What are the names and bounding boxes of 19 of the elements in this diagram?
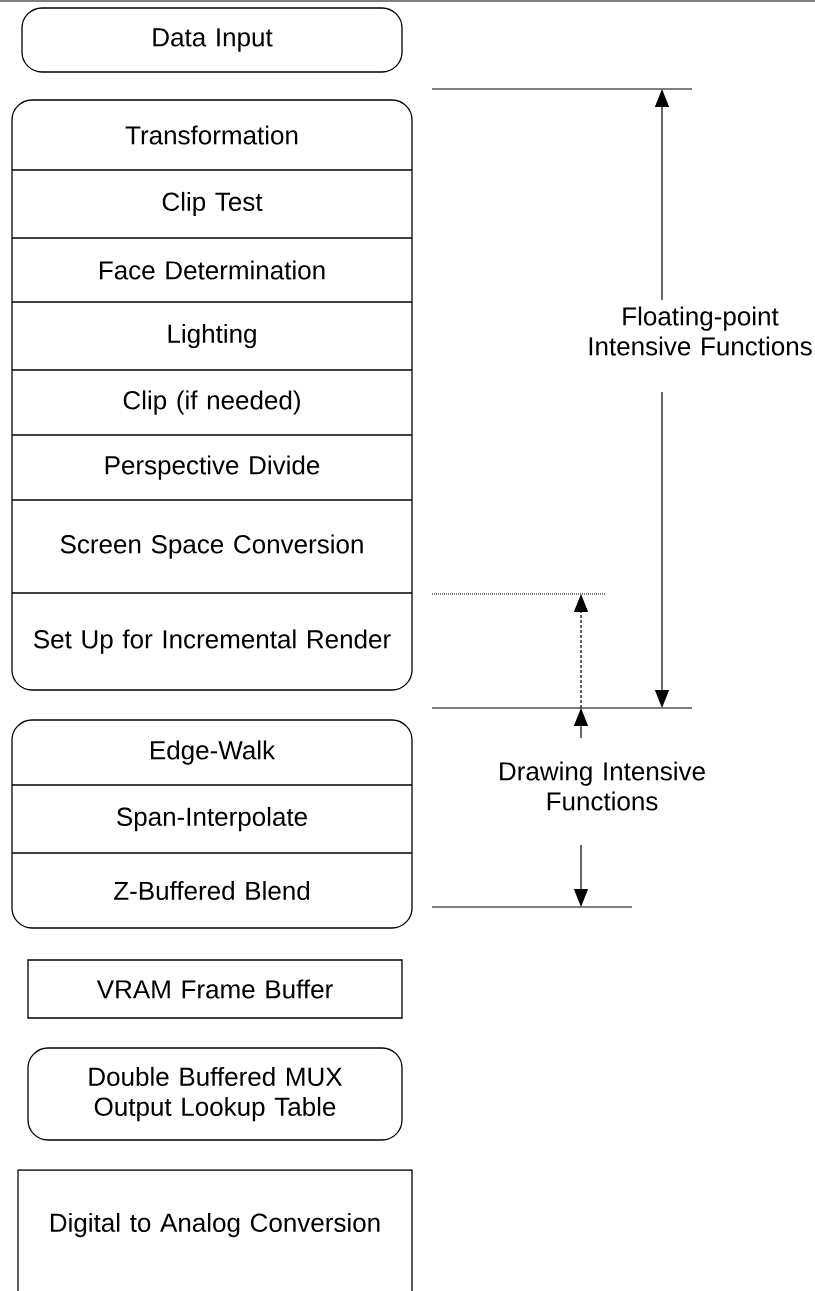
stage-panel — [11, 99, 413, 691]
stage-row: Perspective Divide — [105, 455, 320, 480]
stage-row: Transformation — [125, 125, 298, 145]
stage-row: Lighting — [168, 323, 256, 349]
stage-row: Screen Space Conversion — [60, 534, 363, 559]
stage-box: Double Buffered MUX Output Lookup Table — [27, 1047, 403, 1141]
stage-box: Digital to Analog Conversion — [17, 1169, 413, 1291]
stage-row: Clip (if needed) — [123, 390, 300, 415]
stage-row: Clip Test — [162, 191, 263, 217]
dimension-label: Drawing Intensive Functions — [500, 761, 705, 811]
stage-row: Z-Buffered Blend — [114, 880, 310, 901]
stage-panel — [11, 719, 413, 929]
dimension-label: Floating-point Intensive Functions — [589, 306, 812, 356]
stage-box: VRAM Frame Buffer — [27, 959, 403, 1019]
stage-box: Data Input — [21, 7, 403, 73]
stage-row: Set Up for Incremental Render — [34, 629, 391, 654]
stage-row: Span-Interpolate — [117, 806, 307, 832]
stage-row: Face Determination — [99, 260, 325, 280]
stage-row: Edge-Walk — [151, 740, 276, 765]
